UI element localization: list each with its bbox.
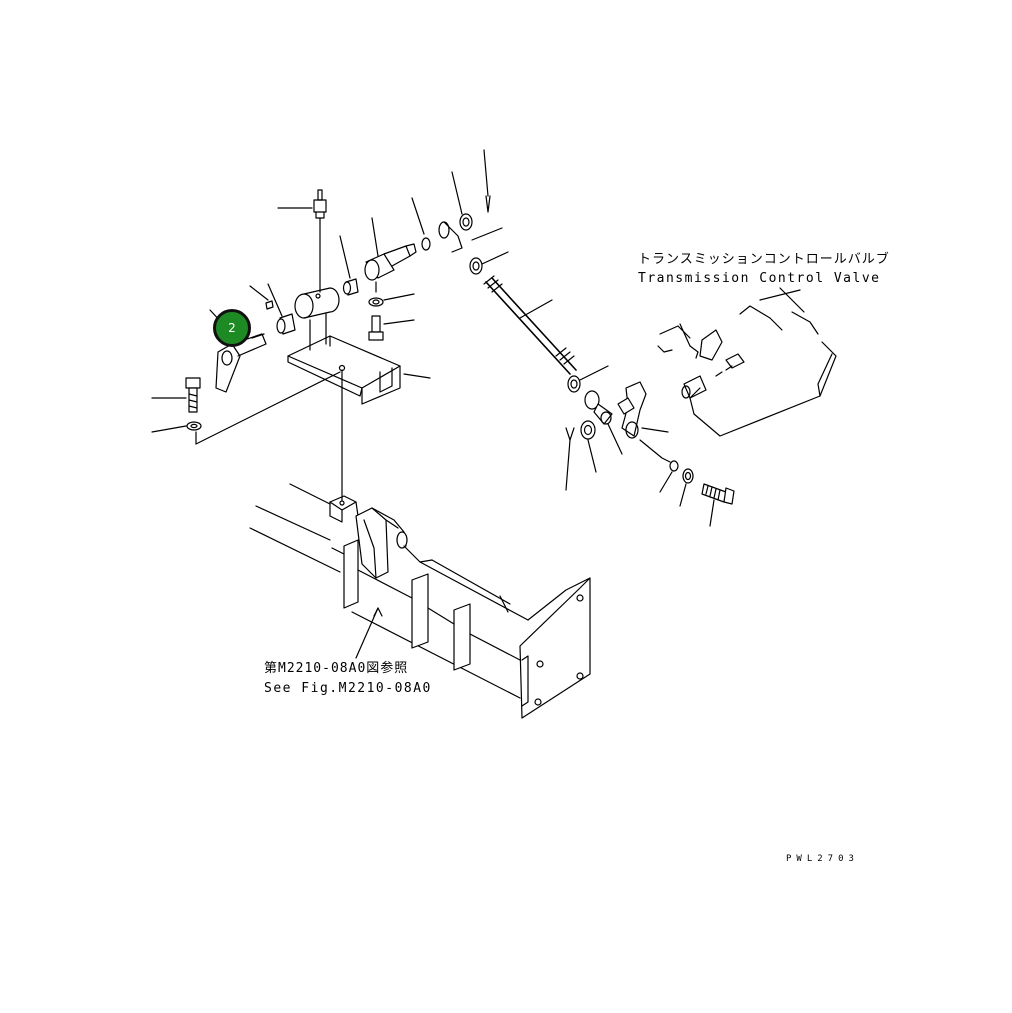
- grease-fitting: [277, 189, 327, 293]
- pivot-tube: [294, 287, 340, 319]
- transmission-valve-label-jp: トランスミッションコントロールバルブ: [638, 252, 890, 267]
- callout-leader: [251, 333, 265, 339]
- washer-top: [411, 197, 431, 251]
- ball-joint-top: [438, 149, 509, 275]
- lever: [209, 309, 267, 393]
- bracket: [287, 313, 431, 501]
- part-callout-number: 2: [228, 321, 236, 335]
- washer-bolt-center: [368, 293, 415, 341]
- part-callout-2[interactable]: 2: [213, 309, 251, 347]
- small-pin: [249, 285, 274, 310]
- valve-lever: [617, 381, 671, 463]
- see-figure-label-jp: 第M2210-08A0図参照: [264, 661, 409, 676]
- control-rod: [483, 275, 577, 375]
- bushings: [267, 235, 359, 335]
- bolt-set-lower: [659, 460, 735, 527]
- bolt-set-left: [151, 377, 202, 433]
- transmission-valve-label-en: Transmission Control Valve: [638, 271, 881, 286]
- rod-nut: [567, 365, 609, 393]
- frame-assembly: [249, 483, 591, 719]
- drawing-code: PWL2703: [786, 854, 859, 864]
- see-figure-label-en: See Fig.M2210-08A0: [264, 681, 432, 696]
- alignment-line: [195, 371, 341, 445]
- clevis: [364, 217, 417, 293]
- transmission-control-valve: [657, 287, 837, 437]
- ball-joint-lower: [565, 390, 623, 491]
